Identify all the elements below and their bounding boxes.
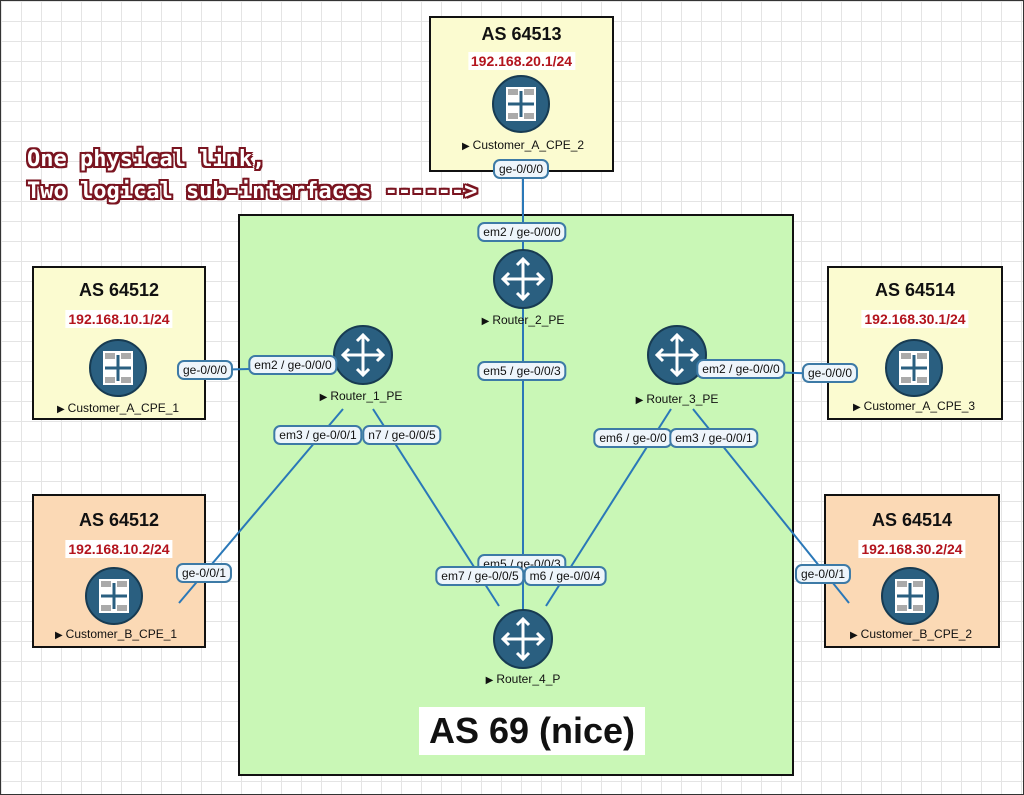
- ip-address: 192.168.10.2/24: [65, 540, 173, 558]
- router-icon[interactable]: [493, 609, 553, 669]
- port-label[interactable]: em3 / ge-0/0/1: [669, 428, 759, 448]
- port-label[interactable]: ge-0/0/0: [492, 159, 550, 179]
- port-label[interactable]: m6 / ge-0/0/4: [523, 566, 607, 586]
- callout-line-1: One physical link,: [27, 147, 266, 172]
- port-label[interactable]: em7 / ge-0/0/5: [435, 566, 525, 586]
- router-icon[interactable]: [333, 325, 393, 385]
- triangle-right-icon: ▶: [56, 404, 65, 415]
- ip-address: 192.168.30.1/24: [861, 310, 969, 328]
- node-label-bcpe2[interactable]: ▶Customer_B_CPE_2: [849, 627, 973, 641]
- node-label-r2[interactable]: ▶Router_2_PE: [481, 313, 565, 327]
- triangle-right-icon: ▶: [485, 675, 494, 686]
- as-number: AS 64513: [481, 24, 562, 44]
- ip-address: 192.168.20.1/24: [467, 52, 576, 70]
- router-icon[interactable]: [493, 249, 553, 309]
- port-label[interactable]: ge-0/0/1: [175, 563, 233, 583]
- port-label[interactable]: em3 / ge-0/0/1: [273, 425, 363, 445]
- node-label-r1[interactable]: ▶Router_1_PE: [319, 389, 403, 403]
- port-label[interactable]: ge-0/0/0: [176, 360, 234, 380]
- callout-line-2: Two logical sub-interfaces ------>: [27, 179, 478, 204]
- srx-router-icon[interactable]: [85, 567, 143, 625]
- triangle-right-icon: ▶: [852, 402, 861, 413]
- triangle-right-icon: ▶: [481, 316, 490, 327]
- node-label-cpe1[interactable]: ▶Customer_A_CPE_1: [56, 401, 180, 415]
- port-label[interactable]: em2 / ge-0/0/0: [477, 222, 567, 242]
- customer-box-cpe2[interactable]: AS 64513 192.168.20.1/24: [429, 16, 614, 172]
- node-label-r4[interactable]: ▶Router_4_P: [485, 672, 561, 686]
- as-number: AS 64514: [874, 280, 956, 300]
- srx-router-icon[interactable]: [881, 567, 939, 625]
- as-number: AS 64512: [78, 280, 160, 300]
- port-label[interactable]: em5 / ge-0/0/3: [477, 361, 567, 381]
- srx-router-icon[interactable]: [89, 339, 147, 397]
- as-number: AS 64514: [871, 510, 953, 530]
- srx-router-icon[interactable]: [492, 75, 550, 133]
- ip-address: 192.168.30.2/24: [858, 540, 966, 558]
- triangle-right-icon: ▶: [319, 392, 328, 403]
- triangle-right-icon: ▶: [635, 395, 644, 406]
- srx-router-icon[interactable]: [885, 339, 943, 397]
- port-label[interactable]: em2 / ge-0/0/0: [696, 359, 786, 379]
- port-label[interactable]: em2 / ge-0/0/0: [248, 355, 338, 375]
- as-region-label: AS 69 (nice): [419, 707, 645, 755]
- node-label-bcpe1[interactable]: ▶Customer_B_CPE_1: [54, 627, 178, 641]
- node-label-r3[interactable]: ▶Router_3_PE: [635, 392, 719, 406]
- node-label-cpe3[interactable]: ▶Customer_A_CPE_3: [852, 399, 976, 413]
- ip-address: 192.168.10.1/24: [65, 310, 173, 328]
- triangle-right-icon: ▶: [849, 630, 858, 641]
- triangle-right-icon: ▶: [461, 141, 470, 152]
- port-label[interactable]: ge-0/0/1: [794, 564, 852, 584]
- as-number: AS 64512: [78, 510, 160, 530]
- port-label[interactable]: ge-0/0/0: [801, 363, 859, 383]
- port-label[interactable]: em6 / ge-0/0: [593, 428, 673, 448]
- customer-box-cpe3[interactable]: AS 64514 192.168.30.1/24: [827, 266, 1003, 420]
- triangle-right-icon: ▶: [54, 630, 63, 641]
- port-label[interactable]: n7 / ge-0/0/5: [362, 425, 442, 445]
- node-label-cpe2[interactable]: ▶Customer_A_CPE_2: [461, 138, 585, 152]
